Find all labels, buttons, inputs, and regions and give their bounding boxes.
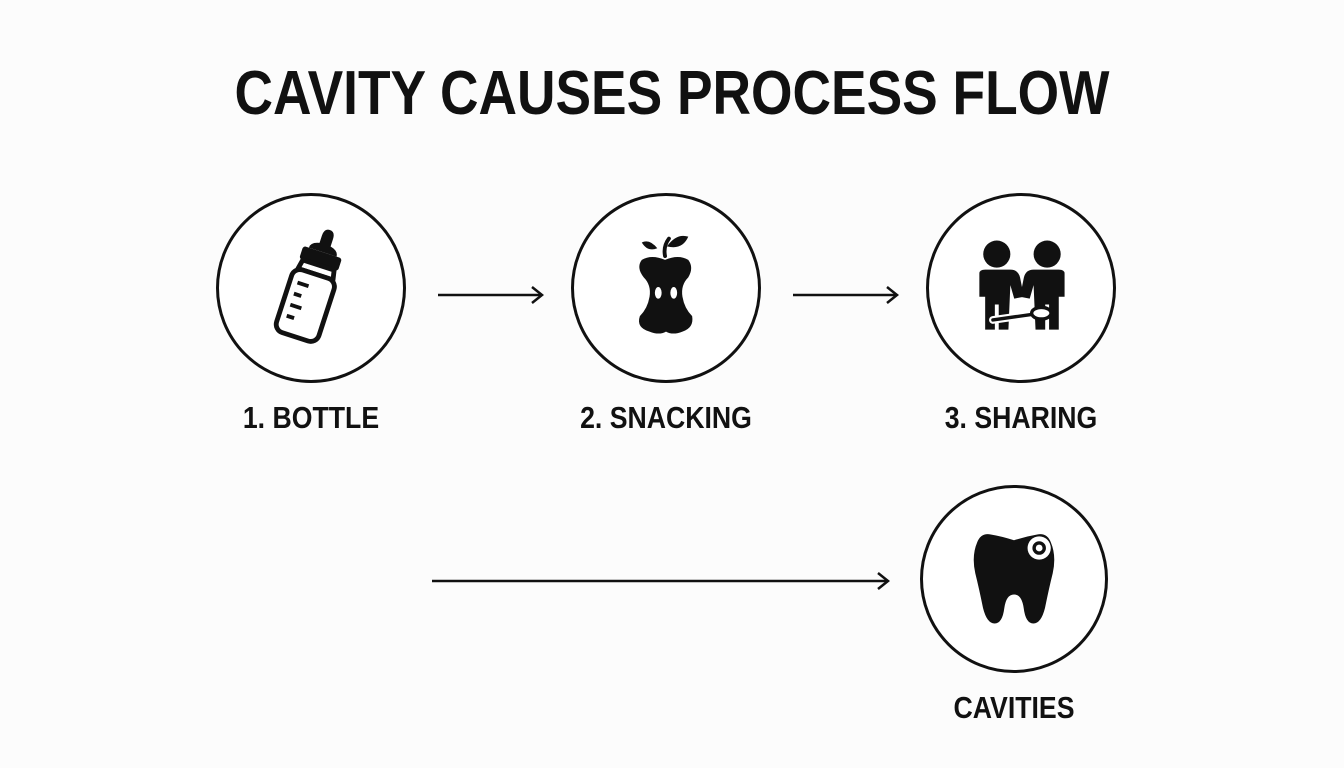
- diagram-title: CAVITY CAUSES PROCESS FLOW: [234, 59, 1110, 128]
- result-cavities-label: CAVITIES: [953, 690, 1075, 725]
- arrow-to-cavities: [432, 569, 892, 593]
- apple-core-icon: [638, 235, 693, 334]
- baby-bottle-icon: [273, 229, 342, 344]
- step-sharing-label: 3. SHARING: [944, 400, 1098, 435]
- step-snacking-label: 2. SNACKING: [580, 400, 752, 435]
- step-bottle-node: [216, 193, 406, 383]
- arrow-snacking-to-sharing: [793, 283, 901, 307]
- step-sharing-node: [926, 193, 1116, 383]
- result-cavities-node: [920, 485, 1108, 673]
- sharing-spoon-icon: [979, 240, 1065, 330]
- tooth-cavity-icon: [973, 534, 1055, 624]
- step-snacking-node: [571, 193, 761, 383]
- step-bottle-label: 1. BOTTLE: [242, 400, 380, 435]
- arrow-bottle-to-snacking: [438, 283, 546, 307]
